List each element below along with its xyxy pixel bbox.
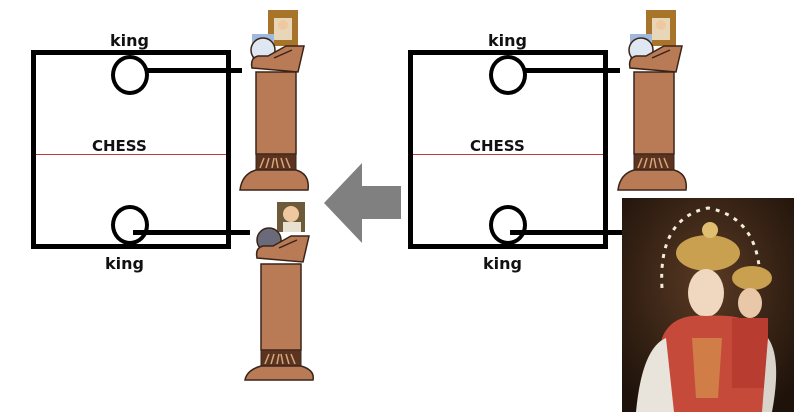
right-board-midline: [413, 154, 603, 155]
left-top-rook-piece: [239, 10, 309, 191]
left-bottom-connector: [133, 230, 250, 235]
left-board-midline: [36, 154, 226, 155]
portrait-photo-pair-icon: [277, 202, 305, 232]
left-chess-label: CHESS: [92, 137, 147, 155]
left-bottom-rook-piece: [244, 202, 314, 381]
left-bottom-king-marker: [111, 205, 149, 245]
left-top-connector: [146, 68, 242, 73]
left-arrow-icon: [324, 163, 401, 243]
right-top-king-marker: [489, 55, 527, 95]
left-top-king-marker: [111, 55, 149, 95]
left-bottom-king-label: king: [105, 254, 144, 273]
right-top-rook-piece: [617, 10, 687, 191]
right-top-king-label: king: [488, 31, 527, 50]
right-bottom-connector: [510, 230, 622, 235]
right-bottom-king-label: king: [483, 254, 522, 273]
madonna-statue-photo: [622, 198, 794, 412]
right-bottom-king-marker: [489, 205, 527, 245]
left-top-king-label: king: [110, 31, 149, 50]
right-top-connector: [524, 68, 620, 73]
right-chess-label: CHESS: [470, 137, 525, 155]
